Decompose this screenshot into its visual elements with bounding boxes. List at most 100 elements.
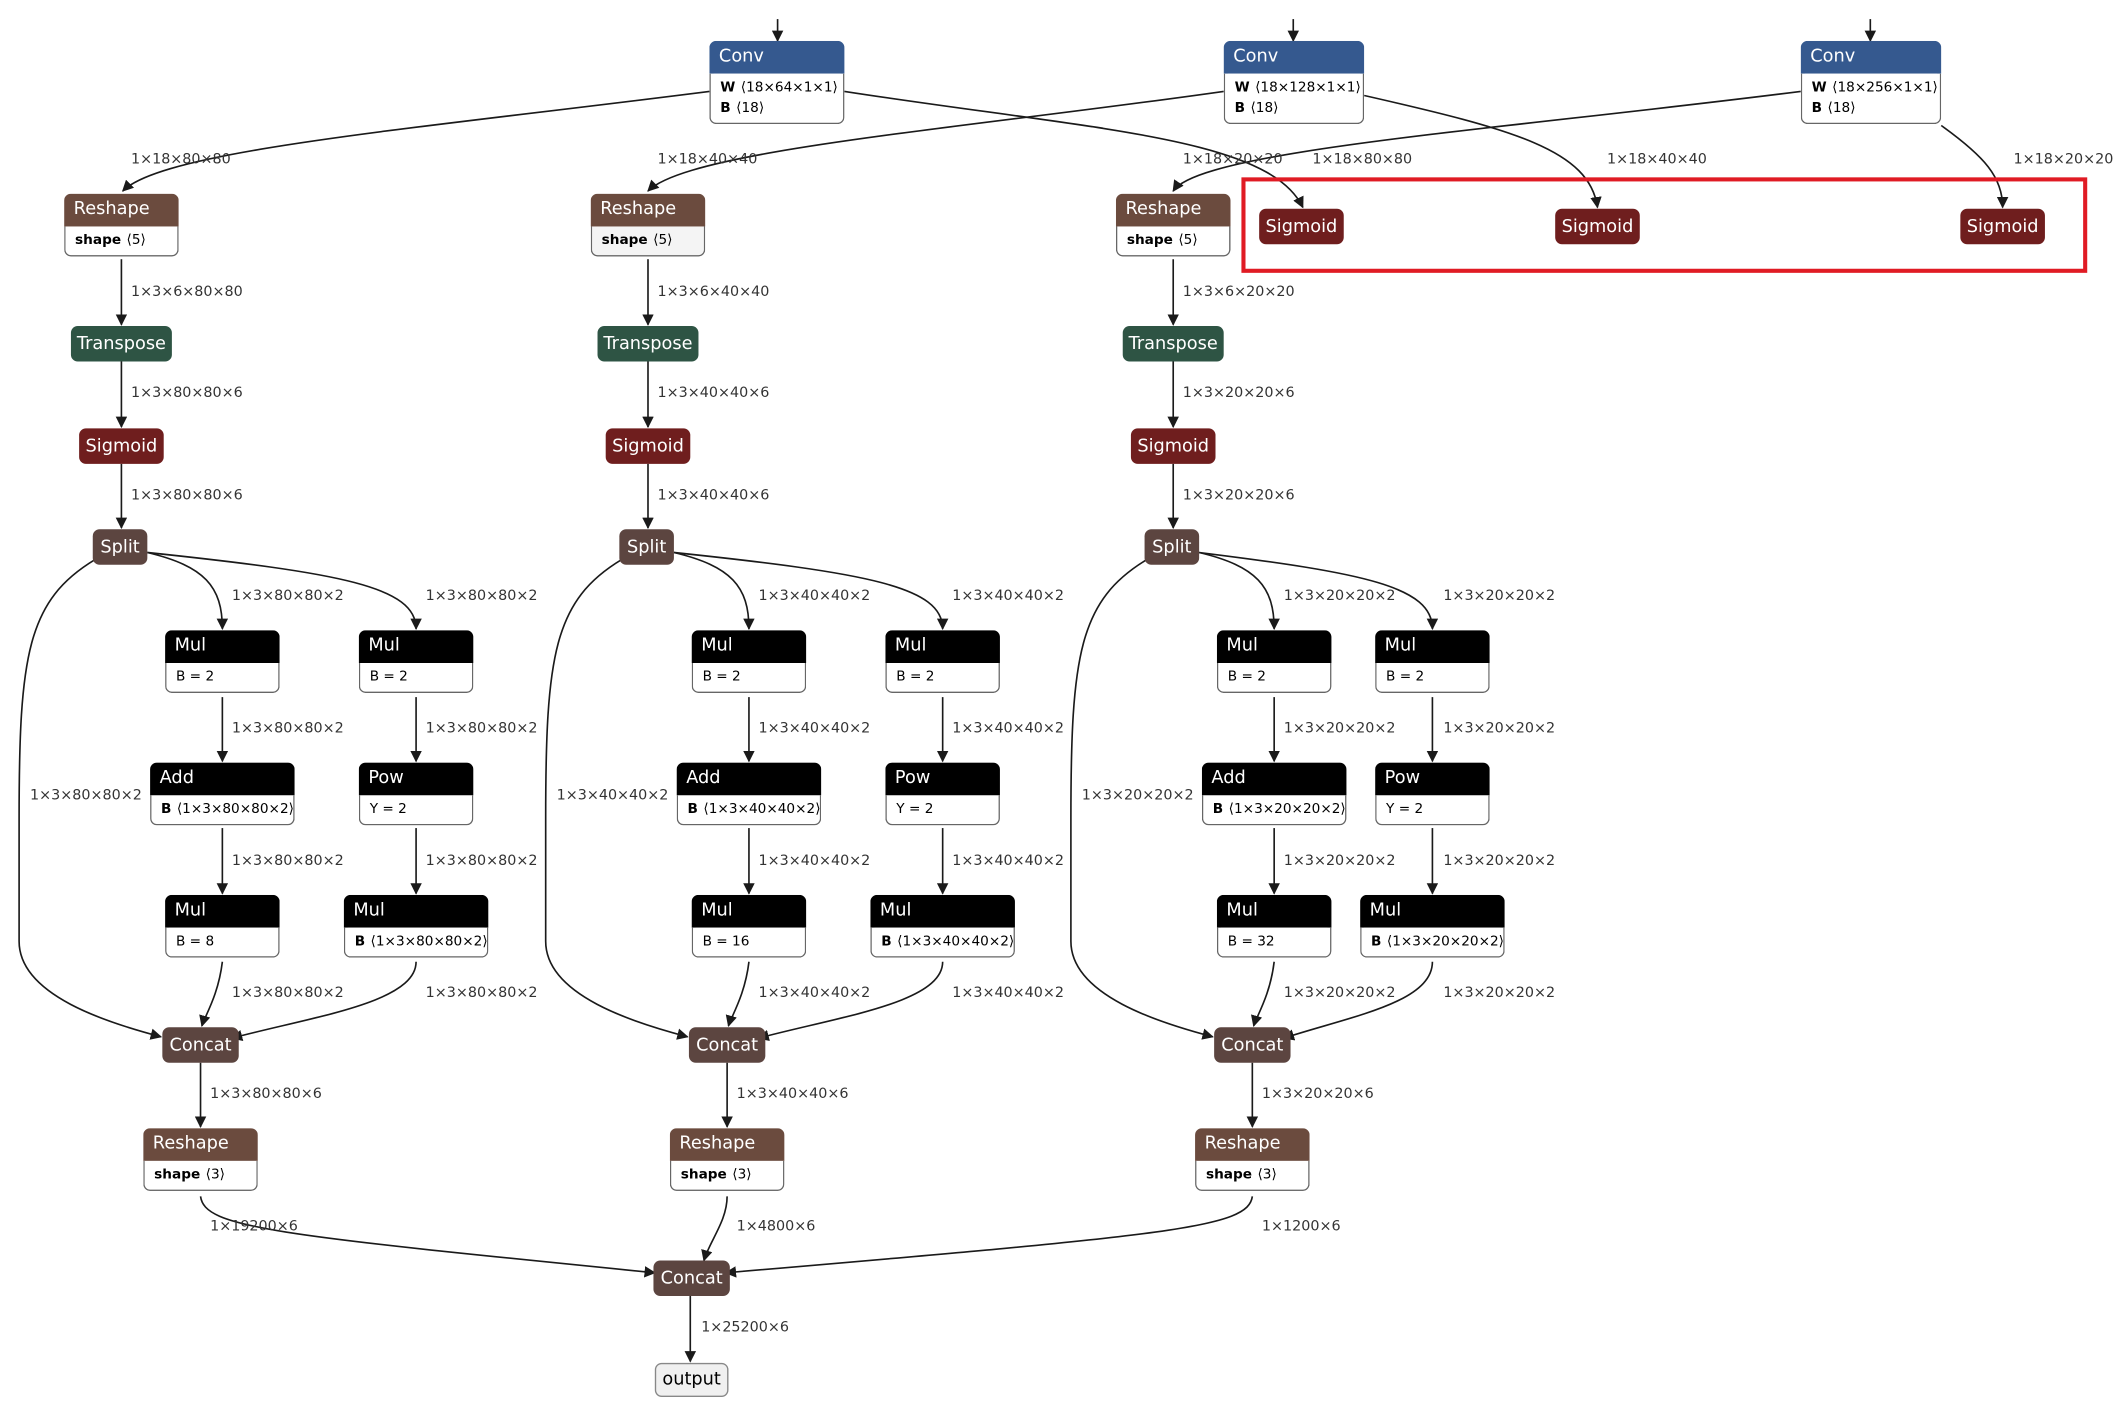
reshape-node-1-title: Reshape xyxy=(64,193,179,227)
edge-label-conv2-reshape2: 1×18×40×40 xyxy=(657,151,758,168)
edge-label-split3-mulA: 1×3×20×20×2 xyxy=(1283,587,1396,605)
transpose-node-3[interactable]: Transpose xyxy=(1122,326,1224,362)
conv-node-2-attr-w: W⟨18×128×1×1⟩ xyxy=(1234,80,1361,96)
split-node-3[interactable]: Split xyxy=(1144,529,1200,565)
mul-node-1c[interactable]: Mul B = 8 xyxy=(165,894,280,958)
reshape-node-2[interactable]: Reshape shape⟨5⟩ xyxy=(590,193,706,257)
pow-node-3[interactable]: Pow Y = 2 xyxy=(1375,762,1490,826)
edge-label-transpose2-sigmoid2: 1×3×40×40×6 xyxy=(657,384,770,402)
mul-node-3a-title: Mul xyxy=(1216,630,1332,664)
conv-node-3-title: Conv xyxy=(1800,40,1942,74)
edge-label-mulC1-concat1: 1×3×80×80×2 xyxy=(231,984,344,1002)
reshape-out-node-2-attr: shape⟨3⟩ xyxy=(680,1167,752,1183)
pow-node-2[interactable]: Pow Y = 2 xyxy=(885,762,1000,826)
split-node-2[interactable]: Split xyxy=(619,529,674,565)
transpose-node-1[interactable]: Transpose xyxy=(70,326,172,362)
edge-split2-concat2 xyxy=(544,558,689,1040)
edge-label-sigmoid1-split1: 1×3×80×80×6 xyxy=(130,487,243,504)
add-node-1-attr: B⟨1×3×80×80×2⟩ xyxy=(160,802,294,818)
pow-node-3-title: Pow xyxy=(1375,762,1490,796)
mul-node-2d[interactable]: Mul B⟨1×3×40×40×2⟩ xyxy=(870,894,1015,958)
sigmoid-node-highlight-3[interactable]: Sigmoid xyxy=(1960,208,2045,245)
sigmoid-node-1[interactable]: Sigmoid xyxy=(79,428,164,464)
conv-node-3-attr-w: W⟨18×256×1×1⟩ xyxy=(1811,80,1938,96)
edge-label-split2-mulB: 1×3×40×40×2 xyxy=(952,587,1065,605)
mul-node-2a-title: Mul xyxy=(691,630,807,664)
edge-mulC3-concat3 xyxy=(1251,961,1275,1027)
edge-label-split2-concat: 1×3×40×40×2 xyxy=(556,787,669,804)
conv-node-3[interactable]: Conv W⟨18×256×1×1⟩ B⟨18⟩ xyxy=(1800,40,1942,125)
concat-node-3[interactable]: Concat xyxy=(1214,1027,1291,1063)
reshape-node-3-attr-shape: shape⟨5⟩ xyxy=(1126,233,1198,249)
edge-label-conv2-sigmoid: 1×18×40×40 xyxy=(1607,151,1707,168)
mul-node-1d[interactable]: Mul B⟨1×3×80×80×2⟩ xyxy=(343,894,489,958)
mul-node-2c[interactable]: Mul B = 16 xyxy=(691,894,807,958)
edge-label-reshapeOut1-concatFinal: 1×19200×6 xyxy=(210,1218,298,1235)
edge-split1-mulA1 xyxy=(147,551,229,631)
edge-conv2-sigmoidB xyxy=(1364,94,1602,209)
reshape-out-node-1-attr: shape⟨3⟩ xyxy=(154,1167,226,1183)
add-node-3-attr: B⟨1×3×20×20×2⟩ xyxy=(1212,802,1346,818)
edge-label-reshape2-transpose2: 1×3×6×40×40 xyxy=(657,283,770,301)
mul-node-1b[interactable]: Mul B = 2 xyxy=(358,630,474,694)
edge-mulD2-concat2 xyxy=(757,961,944,1042)
edge-label-conv1-sigmoid: 1×18×80×80 xyxy=(1312,151,1413,168)
edge-label-transpose3-sigmoid3: 1×3×20×20×6 xyxy=(1182,384,1295,402)
add-node-2[interactable]: Add B⟨1×3×40×40×2⟩ xyxy=(676,762,822,826)
edge-label-add3-mulC3: 1×3×20×20×2 xyxy=(1283,852,1396,869)
mul-node-3c-attr: B = 32 xyxy=(1227,934,1275,950)
conv-node-1[interactable]: Conv W⟨18×64×1×1⟩ B⟨18⟩ xyxy=(709,40,845,125)
transpose-node-2[interactable]: Transpose xyxy=(597,326,699,362)
mul-node-1c-attr: B = 8 xyxy=(175,934,215,950)
conv-node-1-title: Conv xyxy=(709,40,845,74)
sigmoid-node-highlight-1[interactable]: Sigmoid xyxy=(1259,208,1344,245)
edge-label-concatFinal-output: 1×25200×6 xyxy=(701,1319,789,1336)
add-node-2-attr: B⟨1×3×40×40×2⟩ xyxy=(687,802,821,818)
edge-split1-mulB1 xyxy=(147,551,422,631)
reshape-node-3-title: Reshape xyxy=(1115,193,1231,227)
mul-node-2a[interactable]: Mul B = 2 xyxy=(691,630,807,694)
edge-label-mulB3-pow3: 1×3×20×20×2 xyxy=(1443,720,1556,737)
concat-node-1[interactable]: Concat xyxy=(162,1027,239,1063)
add-node-3[interactable]: Add B⟨1×3×20×20×2⟩ xyxy=(1201,762,1347,826)
pow-node-1[interactable]: Pow Y = 2 xyxy=(358,762,474,826)
concat-node-final[interactable]: Concat xyxy=(653,1260,730,1296)
sigmoid-node-3[interactable]: Sigmoid xyxy=(1130,428,1216,464)
reshape-out-node-2[interactable]: Reshape shape⟨3⟩ xyxy=(669,1128,785,1191)
add-node-2-title: Add xyxy=(676,762,822,796)
mul-node-3b[interactable]: Mul B = 2 xyxy=(1375,630,1490,694)
output-node[interactable]: output xyxy=(654,1362,729,1397)
mul-node-1a[interactable]: Mul B = 2 xyxy=(165,630,280,694)
pow-node-1-title: Pow xyxy=(358,762,474,796)
edge-label-split1-mulB: 1×3×80×80×2 xyxy=(425,587,538,605)
reshape-out-node-1[interactable]: Reshape shape⟨3⟩ xyxy=(143,1128,258,1191)
edge-mulC1-concat1 xyxy=(199,961,224,1027)
add-node-1[interactable]: Add B⟨1×3×80×80×2⟩ xyxy=(150,762,295,826)
reshape-out-node-3[interactable]: Reshape shape⟨3⟩ xyxy=(1195,1128,1310,1191)
edge-label-mulA3-add3: 1×3×20×20×2 xyxy=(1283,720,1396,737)
mul-node-1b-attr: B = 2 xyxy=(369,669,408,685)
mul-node-3a[interactable]: Mul B = 2 xyxy=(1216,630,1332,694)
edge-label-sigmoid2-split2: 1×3×40×40×6 xyxy=(657,487,770,504)
edge-label-mulA2-add2: 1×3×40×40×2 xyxy=(758,720,871,737)
conv-node-1-attr-w: W⟨18×64×1×1⟩ xyxy=(720,80,838,96)
sigmoid-node-highlight-2[interactable]: Sigmoid xyxy=(1555,208,1640,245)
mul-node-2c-attr: B = 16 xyxy=(702,934,750,950)
sigmoid-node-2[interactable]: Sigmoid xyxy=(605,428,691,464)
reshape-node-2-title: Reshape xyxy=(590,193,706,227)
mul-node-2b[interactable]: Mul B = 2 xyxy=(885,630,1000,694)
reshape-node-3[interactable]: Reshape shape⟨5⟩ xyxy=(1115,193,1231,257)
mul-node-3d[interactable]: Mul B⟨1×3×20×20×2⟩ xyxy=(1360,894,1505,958)
reshape-node-1-attr-shape: shape⟨5⟩ xyxy=(75,233,146,249)
reshape-out-node-2-title: Reshape xyxy=(669,1128,785,1161)
mul-node-3c[interactable]: Mul B = 32 xyxy=(1216,894,1332,958)
edge-split3-mulA3 xyxy=(1198,551,1280,631)
edge-label-add1-mulC1: 1×3×80×80×2 xyxy=(231,852,344,869)
conv-node-2[interactable]: Conv W⟨18×128×1×1⟩ B⟨18⟩ xyxy=(1223,40,1365,125)
split-node-1[interactable]: Split xyxy=(92,529,148,565)
concat-node-2[interactable]: Concat xyxy=(688,1027,766,1063)
reshape-node-1[interactable]: Reshape shape⟨5⟩ xyxy=(64,193,179,257)
conv-node-3-attr-b: B⟨18⟩ xyxy=(1811,100,1856,116)
